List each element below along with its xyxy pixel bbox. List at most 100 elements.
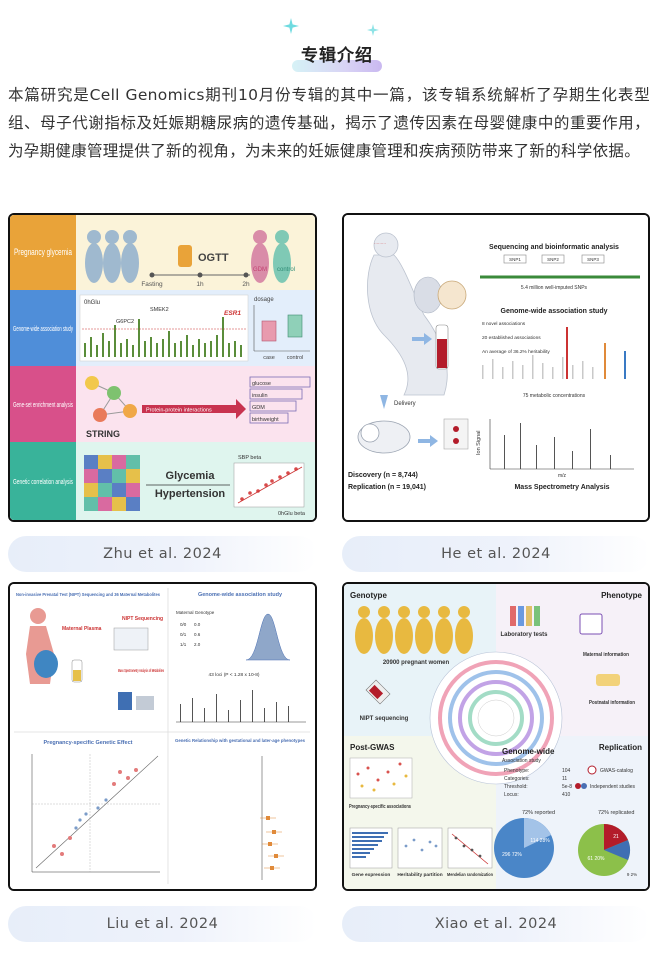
figure-label: Post-GWAS (350, 743, 395, 752)
figure-label: 21 (613, 834, 619, 840)
figure-label: Maternal Plasma (62, 626, 102, 632)
caption-liu[interactable]: Liu et al. 2024 (8, 906, 317, 942)
figure-label: STRING (86, 429, 120, 439)
figure-label: SNP3 (587, 257, 599, 262)
figure-label: 61 20% (588, 856, 606, 862)
figure-label: Mass Spectrometry Analysis (514, 484, 609, 491)
figure-label: Threshold: (504, 784, 528, 790)
paper-figure-liu[interactable]: Non-invasive Prenatal Test (NIPT) Sequen… (8, 582, 317, 891)
figure-label: 11 (562, 776, 567, 782)
figure-label: Gene expression (352, 872, 391, 878)
section-title: 专辑介绍 (301, 46, 373, 66)
figure-label: 0/0 (180, 622, 187, 627)
figure-label: Genome-wide association study (501, 308, 608, 315)
figure-label: Association study (502, 758, 541, 764)
figure-label: Replication (n = 19,041) (348, 484, 426, 491)
figure-label: Genome-wide association study (198, 592, 283, 598)
figure-label: GDM (252, 405, 265, 411)
figure-label: Phenotype (601, 591, 642, 600)
figure-label: 0/1 (180, 632, 187, 637)
row-label: Genome-wide association study (13, 326, 73, 333)
figure-label: 75 metabolic concentrations (523, 393, 586, 399)
figure-label: 410 (562, 792, 571, 798)
caption-xiao[interactable]: Xiao et al. 2024 (342, 906, 650, 942)
figure-label: Locus: (504, 792, 519, 798)
figure-label: 0.0 (194, 622, 201, 627)
header: 专辑介绍 (0, 0, 654, 78)
figure-label: SNP2 (547, 257, 559, 262)
figure-label: Postnatal information (589, 700, 636, 706)
figure-label: Pregnancy-specific Genetic Effect (44, 740, 133, 746)
figure-label: 1h (196, 281, 204, 288)
figure-label: Non-invasive Prenatal Test (NIPT) Sequen… (16, 592, 160, 597)
figure-label: Genome-wide (502, 747, 555, 756)
figure-label: Pregnancy-specific associations (349, 804, 411, 810)
figure-label: 43 loci (P < 1.28 x 10-8) (209, 672, 260, 678)
figure-label: Maternal Genotype (176, 610, 215, 615)
row-label: Genetic correlation analysis (13, 479, 73, 486)
figure-label: Hypertension (155, 488, 226, 500)
paper-figure-he[interactable]: ········· Delivery Discovery (n = 8,744)… (342, 213, 650, 522)
sparkle-icon (283, 18, 299, 34)
ogtt-label: OGTT (198, 252, 229, 264)
figure-label: 9 2% (627, 872, 637, 877)
sparkle-icon (367, 24, 379, 36)
figure-label: GWAS-catalog (600, 768, 633, 774)
figure-label: 0hGlu beta (278, 511, 306, 517)
figure-label: NIPT sequencing (360, 716, 409, 722)
figure-label: glucose (252, 381, 271, 387)
figure-label: 2.0 (194, 642, 201, 647)
figure-label: birthweight (252, 417, 279, 423)
figure-label: NIPT Sequencing (122, 616, 163, 622)
figure-label: dosage (254, 297, 274, 303)
figure-label: Replication (599, 743, 642, 752)
figure-label: Mendelian randomization (447, 872, 493, 878)
figure-label: Maternal information (583, 652, 630, 658)
caption-he[interactable]: He et al. 2024 (342, 536, 650, 572)
figure-label: insulin (252, 393, 268, 399)
paper-figure-xiao[interactable]: Genotype Phenotype 20900 pregnant women … (342, 582, 650, 891)
figure-label: 20900 pregnant women (383, 660, 450, 666)
figure-label: control (277, 267, 295, 273)
figure-label: case (263, 355, 275, 361)
row-label: Gene-set enrichment analysis (13, 402, 73, 409)
figure-label: 104 (562, 768, 571, 774)
figure-label: Genetic Relationship with gestational an… (175, 738, 305, 743)
figure-label: GDM (253, 267, 267, 273)
figure-label: m/z (558, 473, 567, 479)
title-underline (292, 60, 382, 72)
paper-figure-zhu[interactable]: Pregnancy glycemia Genome-wide associati… (8, 213, 317, 522)
figure-label: 72% reported (522, 810, 555, 816)
figure-label: ········· (374, 241, 386, 246)
intro-paragraph: 本篇研究是Cell Genomics期刊10月份专辑的其中一篇，该专辑系统解析了… (8, 86, 650, 160)
figure-label: Heritability partition (397, 872, 442, 878)
caption-zhu[interactable]: Zhu et al. 2024 (8, 536, 317, 572)
figure-label: Mass Spectrometry Analysis of Metabolite… (118, 668, 164, 674)
figure-label: SMEK2 (150, 307, 169, 313)
figure-label: 0.6 (194, 632, 201, 637)
figure-label: 5e-8 (562, 784, 572, 790)
figure-label: 1/1 (180, 642, 187, 647)
figure-label: Protein-protein interactions (146, 408, 212, 414)
figure-label: G6PC2 (116, 319, 134, 325)
row-label: Pregnancy glycemia (14, 247, 72, 257)
figure-label: 2h (242, 281, 250, 288)
figure-label: 296 72% (502, 852, 522, 858)
figure-label: 8 novel associations (482, 321, 526, 327)
figure-label: Fasting (141, 281, 163, 288)
figure-label: ESR1 (224, 310, 241, 317)
figure-label: An average of 36.2% heritability (482, 349, 550, 355)
figure-label: Delivery (394, 401, 416, 407)
figure-label: 20 established associations (482, 335, 541, 341)
figure-label: Independent studies (590, 784, 636, 790)
figure-label: 72% replicated (598, 810, 634, 816)
figure-label: SNP1 (509, 257, 521, 262)
figure-label: 5.4 million well-imputed SNPs (521, 285, 588, 291)
figure-label: SBP beta (238, 455, 262, 461)
figure-label: 0hGlu (84, 300, 100, 306)
figure-label: Genotype (350, 591, 387, 600)
figure-label: Categories: (504, 776, 530, 782)
figure-label: Glycemia (166, 470, 216, 482)
figure-label: Laboratory tests (500, 632, 548, 638)
figure-label: control (287, 355, 304, 361)
